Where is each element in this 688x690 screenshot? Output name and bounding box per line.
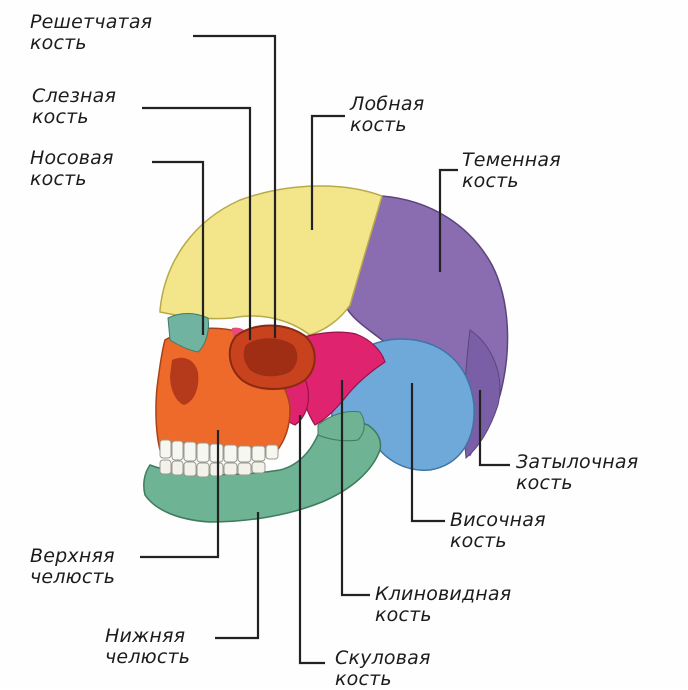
leader-mandible	[215, 512, 258, 638]
orbit-shadow	[244, 338, 298, 376]
frontal-bone	[160, 186, 382, 335]
lower-teeth	[160, 460, 265, 477]
